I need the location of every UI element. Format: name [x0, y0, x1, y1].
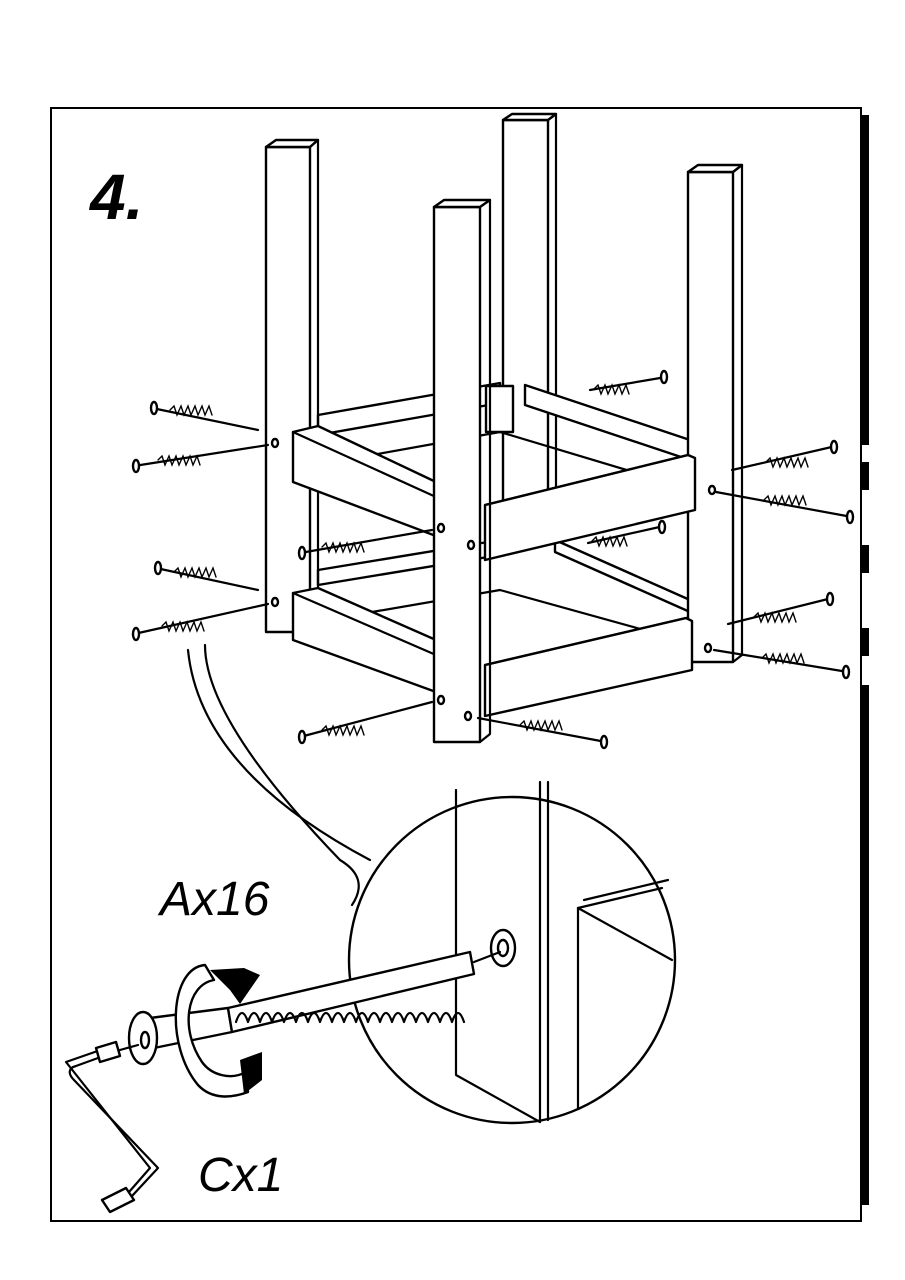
callout-line: [203, 643, 360, 907]
screw-icon: [131, 369, 855, 750]
stool-frame: [264, 112, 744, 744]
binding-mark: [862, 545, 869, 573]
binding-mark: [862, 462, 869, 490]
wrench-quantity-label: Cx1: [198, 1149, 284, 1202]
binding-mark: [862, 115, 869, 445]
allen-key-icon: [64, 1040, 160, 1214]
binding-mark: [862, 628, 869, 656]
binding-mark: [862, 685, 869, 1205]
step-number: 4.: [90, 161, 144, 233]
detail-magnifier: [347, 780, 677, 1125]
screw-quantity-label: Ax16: [160, 873, 270, 926]
screw-icon: [127, 950, 502, 1098]
